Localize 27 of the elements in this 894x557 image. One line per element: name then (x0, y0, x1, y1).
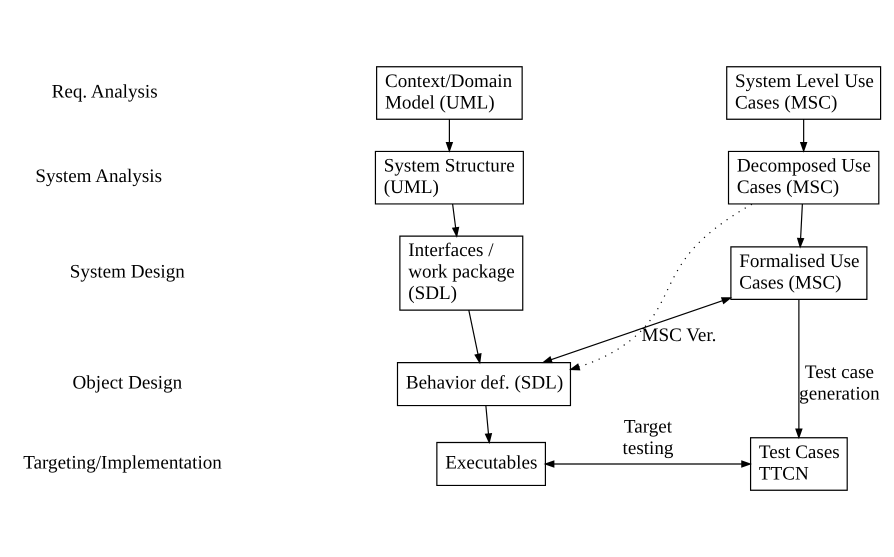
arrow (484, 406, 492, 444)
arrow (569, 204, 752, 370)
arrow (795, 300, 803, 440)
arrow (446, 119, 454, 153)
arrow (541, 297, 732, 364)
node-box: Executables (436, 442, 546, 486)
node-box: Context/Domain Model (UML) (376, 66, 523, 120)
node-box: System Level Use Cases (MSC) (726, 66, 882, 120)
arrow (468, 310, 482, 364)
node-box: Test Cases TTCN (750, 437, 848, 491)
arrow (452, 204, 460, 238)
node-box: Formalised Use Cases (MSC) (730, 246, 868, 300)
node-box: Interfaces / work package (SDL) (399, 236, 524, 311)
arrow (800, 119, 808, 153)
label: Object Design (72, 372, 182, 394)
label: System Design (70, 262, 185, 283)
node-box: Decomposed Use Cases (MSC) (728, 150, 880, 205)
node-box: System Structure (UML) (374, 150, 524, 205)
edge-label: Target testing (622, 416, 674, 460)
label: Req. Analysis (52, 82, 158, 103)
arrow (544, 460, 752, 468)
label: System Analysis (35, 166, 162, 188)
arrow (796, 204, 804, 249)
node-box: Behavior def. (SDL) (396, 362, 572, 406)
label: Targeting/Implementation (23, 452, 222, 474)
edge-label: MSC Ver. (642, 324, 716, 346)
edge-label: Test case generation (799, 362, 880, 404)
